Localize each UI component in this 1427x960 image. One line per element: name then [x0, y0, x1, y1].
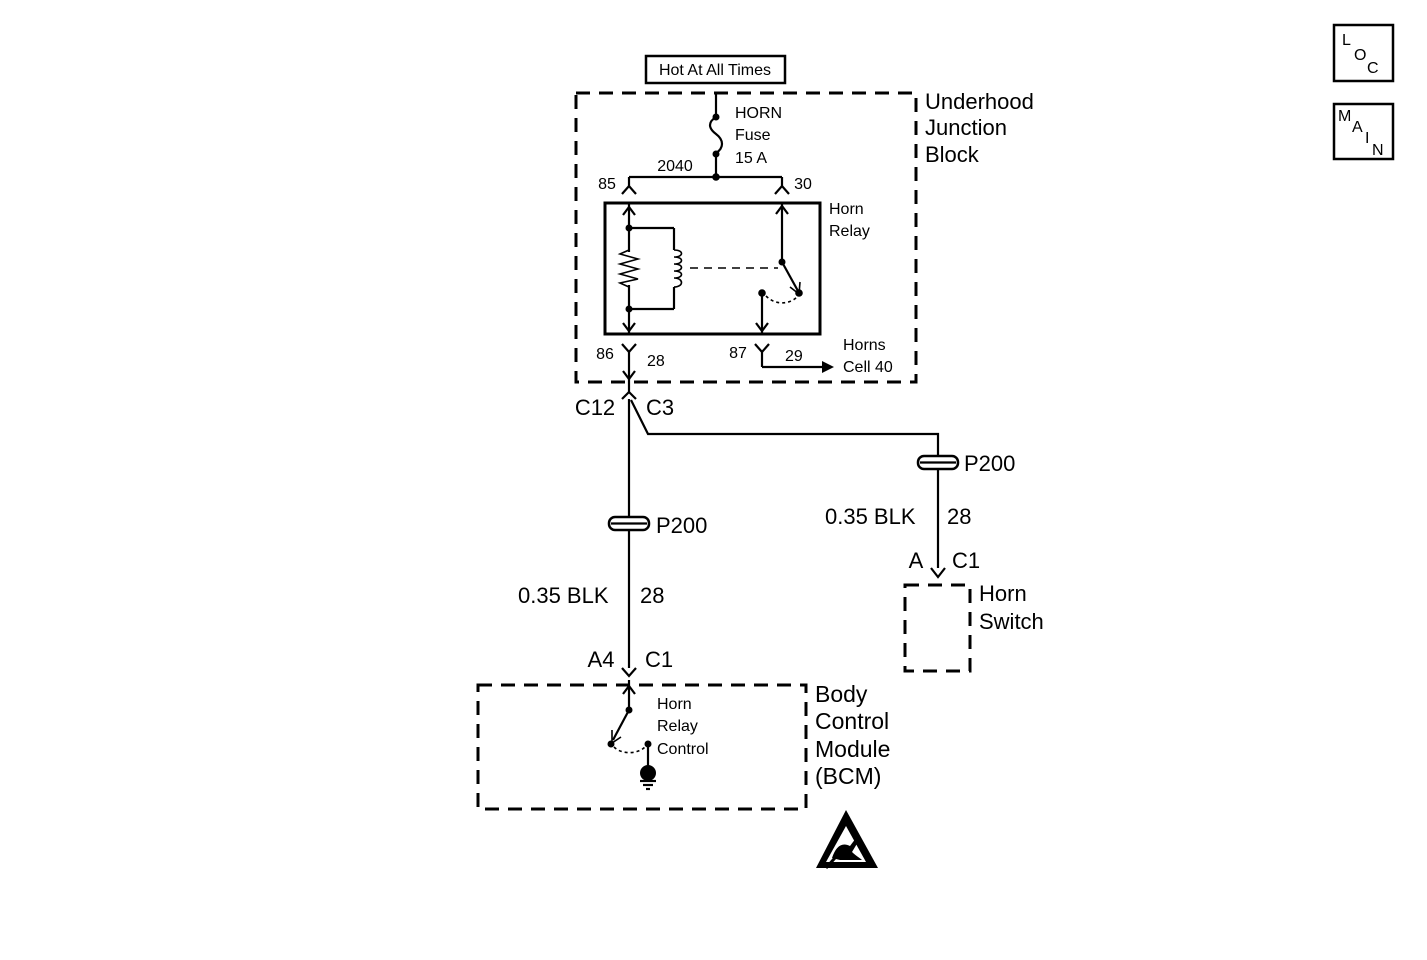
relay-lower-pins: 86 28 87 29	[596, 343, 834, 381]
fuse-name: HORN	[735, 105, 782, 122]
svg-text:Module: Module	[815, 736, 890, 762]
svg-text:Control: Control	[657, 741, 709, 758]
fuse-rating: 15 A	[735, 150, 767, 167]
right-wire-size-color: 0.35 BLK	[825, 504, 916, 529]
horns-cell-40-reference[interactable]: Horns Cell 40	[843, 337, 893, 376]
pin-30-label: 30	[794, 176, 812, 193]
svg-text:A: A	[909, 548, 924, 573]
splice-p200-right: P200	[916, 451, 1015, 476]
connector-c3-label: C3	[646, 395, 674, 420]
relay-feed-bus: 2040 85 30	[598, 158, 812, 195]
svg-text:C: C	[1367, 60, 1379, 77]
connector-c12-label: C12	[575, 395, 615, 420]
right-wire-circuit: 28	[947, 504, 971, 529]
svg-text:N: N	[1372, 142, 1384, 159]
underhood-junction-block-label: Underhood Junction Block	[925, 89, 1034, 167]
svg-text:I: I	[1365, 130, 1369, 147]
svg-text:(BCM): (BCM)	[815, 763, 881, 789]
circuit-28-label: 28	[647, 353, 665, 370]
svg-text:O: O	[1354, 47, 1366, 64]
svg-text:Horn: Horn	[657, 696, 692, 713]
svg-text:P200: P200	[964, 451, 1015, 476]
svg-text:Relay: Relay	[829, 223, 870, 240]
svg-text:C1: C1	[952, 548, 980, 573]
svg-text:A: A	[1352, 119, 1363, 136]
bcm-horn-relay-control-switch: Horn Relay Control	[607, 680, 709, 768]
left-wire-size-color: 0.35 BLK	[518, 583, 609, 608]
svg-text:Horn: Horn	[829, 201, 864, 218]
underhood-junction-block-outline	[574, 91, 918, 384]
bcm-connector-c1: A4 C1	[588, 647, 673, 678]
svg-text:C1: C1	[645, 647, 673, 672]
left-wire-circuit: 28	[640, 583, 664, 608]
svg-text:Underhood: Underhood	[925, 89, 1034, 114]
main-button[interactable]: M A I N	[1332, 102, 1395, 161]
connector-c12-c3: C12 C3	[575, 381, 674, 420]
bcm-label: Body Control Module (BCM)	[815, 681, 890, 789]
bcm-outline	[476, 683, 808, 811]
horn-switch-connector: A C1	[909, 548, 980, 579]
svg-text:Block: Block	[925, 142, 980, 167]
horn-switch-outline	[903, 583, 972, 673]
svg-text:L: L	[1342, 32, 1351, 49]
ground-icon	[640, 765, 656, 791]
svg-text:M: M	[1338, 108, 1351, 125]
loc-button[interactable]: L O C	[1332, 23, 1395, 83]
pin-87-label: 87	[729, 345, 747, 362]
horn-switch-label: Horn Switch	[979, 581, 1044, 634]
svg-text:Cell 40: Cell 40	[843, 359, 893, 376]
circuit-29-label: 29	[785, 348, 803, 365]
circuit-2040-label: 2040	[657, 158, 693, 175]
svg-text:Relay: Relay	[657, 718, 698, 735]
svg-text:Control: Control	[815, 708, 889, 734]
svg-text:P200: P200	[656, 513, 707, 538]
pin-85-label: 85	[598, 176, 616, 193]
power-source-text: Hot At All Times	[659, 62, 771, 79]
power-source-label-box: Hot At All Times	[644, 54, 787, 85]
pin-86-label: 86	[596, 346, 614, 363]
esd-warning-icon	[816, 810, 878, 869]
svg-text:Body: Body	[815, 681, 868, 707]
wire-28-to-horn-switch	[630, 399, 940, 568]
svg-text:Horns: Horns	[843, 337, 886, 354]
fuse-type: Fuse	[735, 127, 771, 144]
svg-text:A4: A4	[588, 647, 615, 672]
svg-text:Horn: Horn	[979, 581, 1027, 606]
svg-text:Junction: Junction	[925, 115, 1007, 140]
svg-text:Switch: Switch	[979, 609, 1044, 634]
horn-relay: Horn Relay	[603, 201, 870, 336]
horn-fuse: HORN Fuse 15 A	[708, 93, 782, 177]
splice-p200-left: P200	[607, 513, 707, 538]
